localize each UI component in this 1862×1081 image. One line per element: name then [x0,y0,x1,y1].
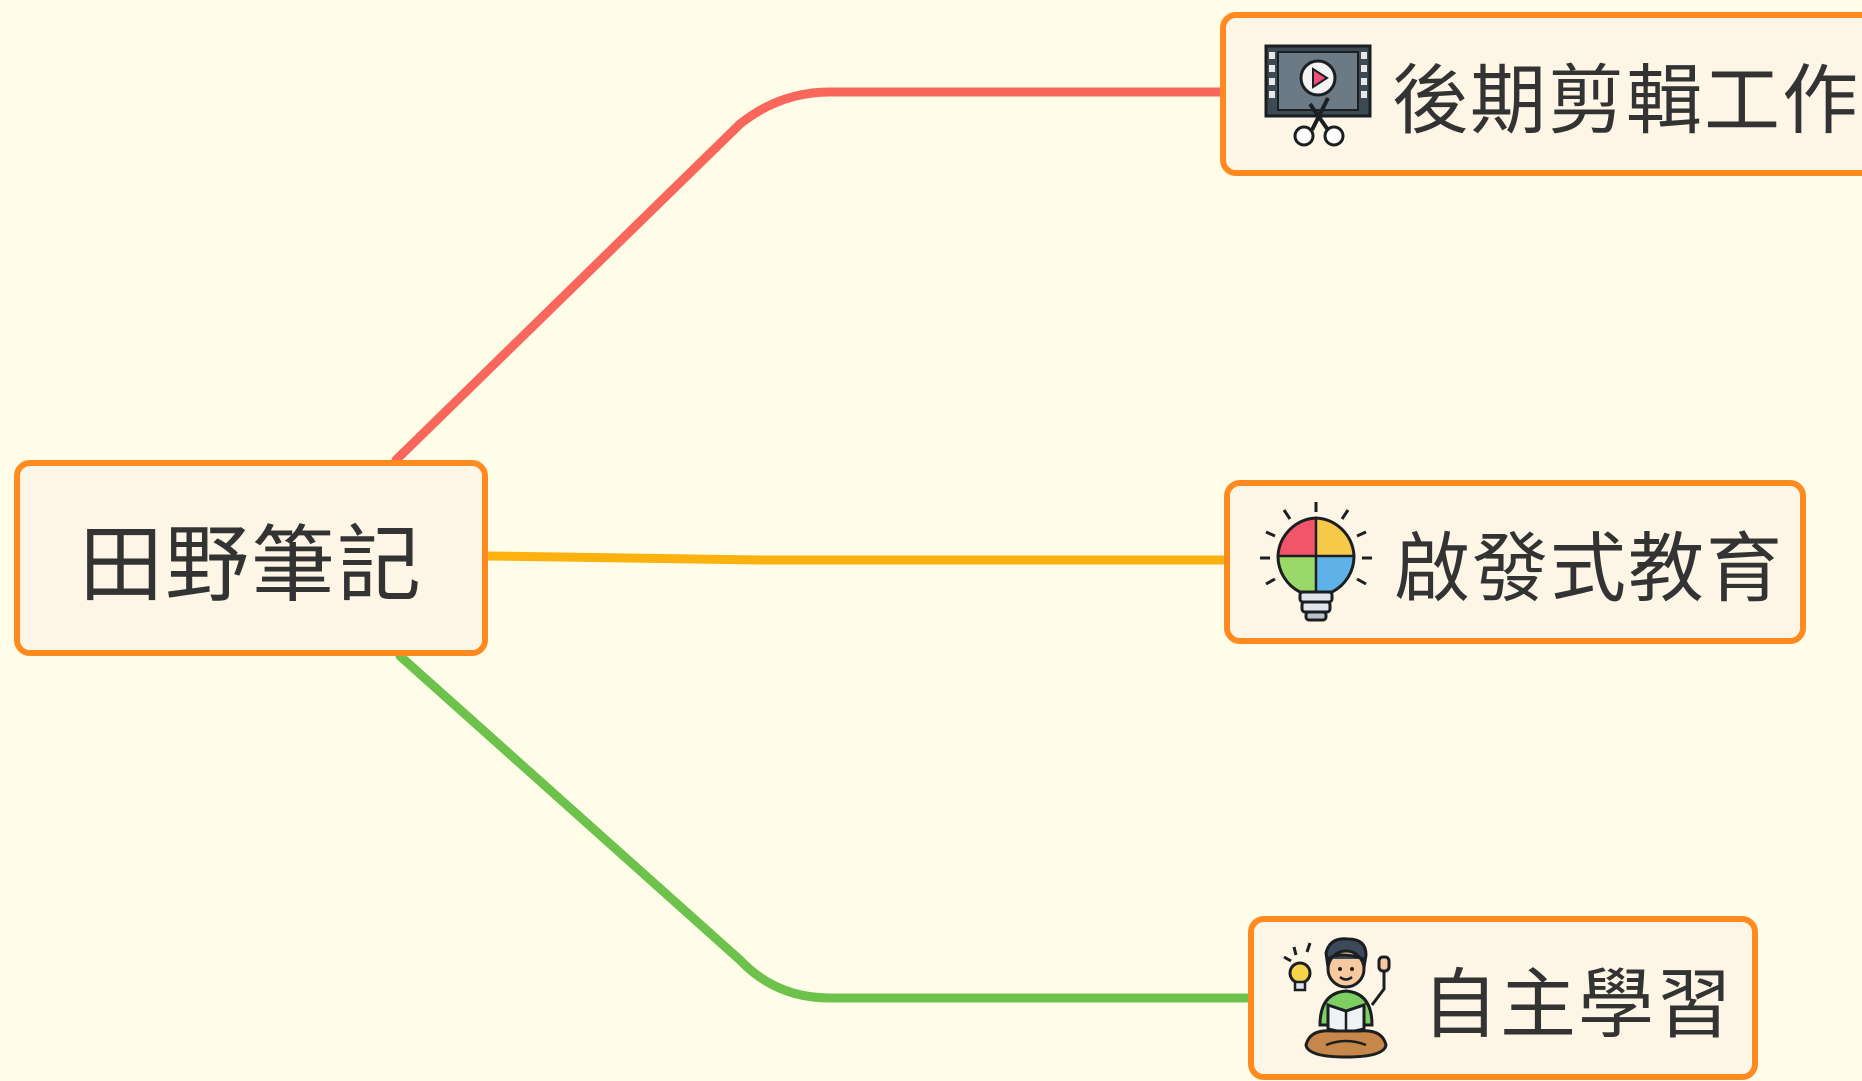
branch-node-inquiry[interactable]: 啟發式教育 [1224,480,1806,644]
student-reading-icon [1283,937,1391,1059]
film-scissors-icon [1264,44,1372,147]
root-node-label: 田野筆記 [78,515,423,614]
branch-label-editing: 後期剪輯工作 [1392,56,1860,145]
branch-line-editing [391,87,1227,465]
branch-node-selflearn[interactable]: 自主學習 [1248,916,1758,1080]
branch-line-inquiry [483,551,1231,565]
branch-label-inquiry: 啟發式教育 [1394,524,1784,613]
branch-label-selflearn: 自主學習 [1422,960,1734,1049]
root-node[interactable]: 田野筆記 [14,460,488,656]
branch-line-selflearn [395,651,1255,1003]
branch-node-editing[interactable]: 後期剪輯工作 [1220,12,1862,176]
puzzle-lightbulb-icon [1260,502,1372,622]
